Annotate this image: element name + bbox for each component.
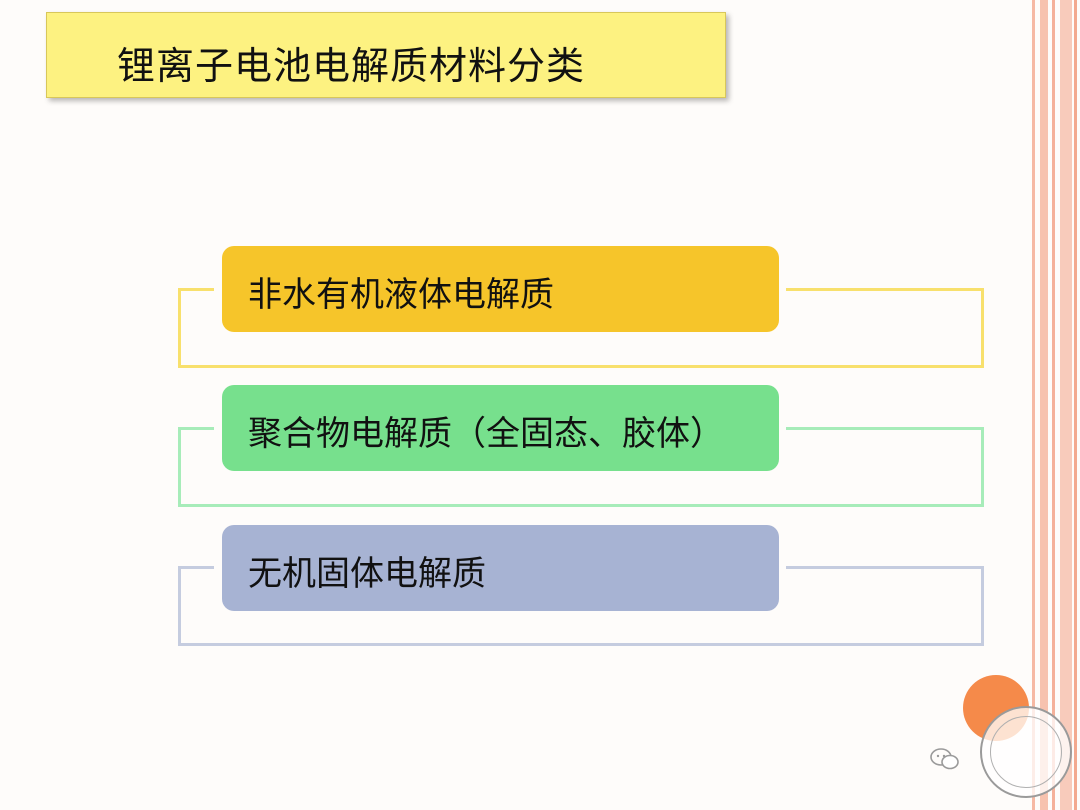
category-box-nonaqueous-liquid: 非水有机液体电解质 <box>222 246 779 332</box>
decorative-stripe <box>1052 0 1055 810</box>
watermark-stamp-ring <box>990 716 1062 788</box>
wechat-icon <box>930 748 959 770</box>
decorative-stripe <box>1040 0 1048 810</box>
title-box: 锂离子电池电解质材料分类 <box>46 12 726 98</box>
category-label: 非水有机液体电解质 <box>248 275 554 315</box>
decorative-stripe <box>1074 0 1077 810</box>
category-box-polymer: 聚合物电解质（全固态、胶体） <box>222 385 779 471</box>
category-box-inorganic-solid: 无机固体电解质 <box>222 525 779 611</box>
category-label: 聚合物电解质（全固态、胶体） <box>248 414 724 454</box>
slide-title: 锂离子电池电解质材料分类 <box>117 44 586 88</box>
decorative-stripe <box>1032 0 1035 810</box>
decorative-stripe <box>1060 0 1072 810</box>
category-label: 无机固体电解质 <box>248 554 486 594</box>
watermark-stamp <box>980 706 1072 798</box>
